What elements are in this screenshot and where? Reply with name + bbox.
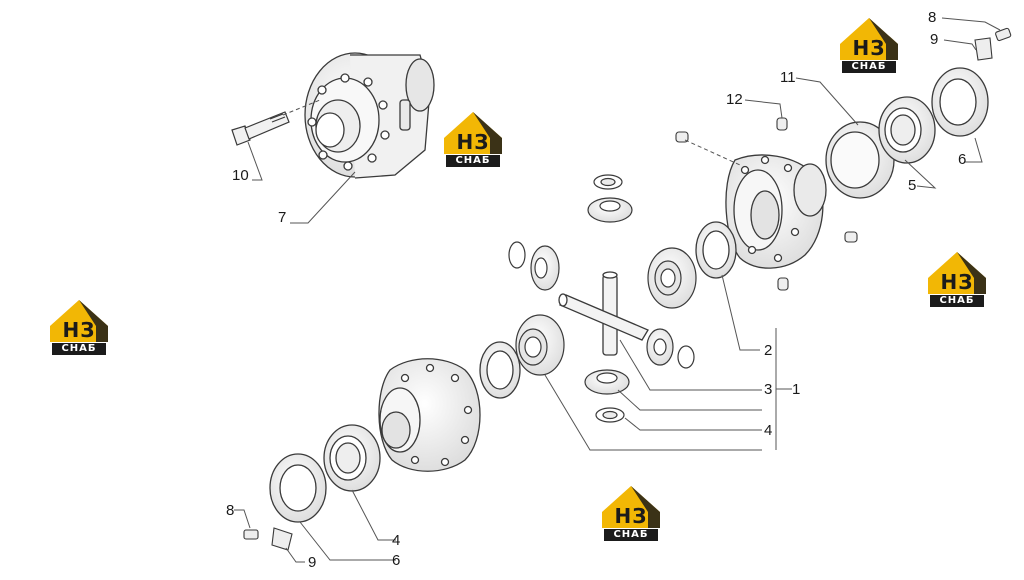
callout-11: 11 <box>780 69 796 86</box>
leader-lines <box>234 17 1001 563</box>
housing-half-left <box>378 358 481 472</box>
house-logo-icon <box>928 252 986 294</box>
callout-5: 5 <box>908 177 917 194</box>
callout-7: 7 <box>278 209 287 226</box>
side-gear-left <box>515 314 565 376</box>
watermark-logo: НЗ СНАБ <box>440 108 506 170</box>
planet-gear-bottom <box>584 369 630 423</box>
watermark-logo: НЗ СНАБ <box>924 248 990 310</box>
side-gear-right <box>647 247 697 309</box>
lock-plate-and-bolt-top <box>974 27 1012 61</box>
housing-half-right <box>725 154 827 269</box>
thrust-washer-part-2 <box>695 221 737 279</box>
callout-9-top: 9 <box>930 31 939 48</box>
bearing-cup-part-11 <box>825 121 895 199</box>
pins-part-12 <box>675 117 858 291</box>
callout-3: 3 <box>764 381 773 398</box>
house-logo-icon <box>444 112 502 154</box>
watermark-logo: НЗ СНАБ <box>598 482 664 544</box>
house-logo-icon <box>602 486 660 528</box>
callout-4-right: 4 <box>764 422 773 439</box>
callout-12: 12 <box>726 91 743 108</box>
cross-shaft-part-3 <box>558 271 649 356</box>
ring-nut-part-6-top <box>931 67 989 137</box>
bearing-part-5-top <box>878 96 936 164</box>
planet-gear-left <box>508 241 560 291</box>
callout-4-bottom: 4 <box>392 532 401 549</box>
house-logo-icon <box>50 300 108 342</box>
callout-6-bottom: 6 <box>392 552 401 569</box>
thrust-washer-left <box>479 341 521 399</box>
bearing-part-4-bottom <box>323 424 381 492</box>
bolt-part-10 <box>231 111 290 146</box>
house-logo-icon <box>840 18 898 60</box>
callout-1: 1 <box>792 381 801 398</box>
assembled-differential-housing <box>304 52 435 179</box>
callout-8-top: 8 <box>928 9 937 26</box>
callout-2: 2 <box>764 342 773 359</box>
callout-9-bottom: 9 <box>308 554 317 571</box>
ring-nut-part-6-bottom <box>269 453 327 523</box>
lock-plate-and-bolt-bottom <box>243 527 293 551</box>
watermark-logo: НЗ СНАБ <box>836 14 902 76</box>
callout-10: 10 <box>232 167 249 184</box>
callout-6-top: 6 <box>958 151 967 168</box>
planet-gear-bottom-right <box>646 328 695 369</box>
planet-gear-top <box>587 174 633 223</box>
watermark-logo: НЗ СНАБ <box>46 296 112 358</box>
callout-8-bottom: 8 <box>226 502 235 519</box>
